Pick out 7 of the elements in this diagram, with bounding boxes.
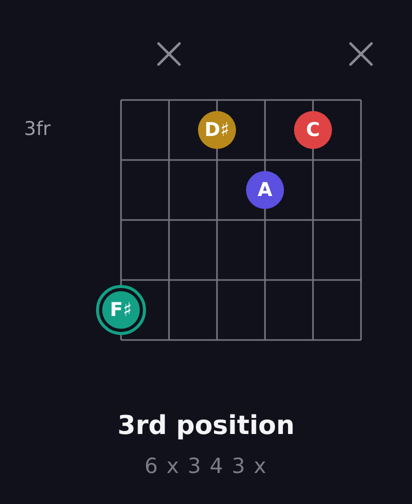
root-note-dot: F♯ xyxy=(96,285,146,335)
chord-title: 3rd position xyxy=(118,411,295,442)
note-dot: C xyxy=(294,111,332,149)
fret-number: 3fr xyxy=(24,118,51,141)
note-dot: D♯ xyxy=(198,111,236,149)
note-dot: A xyxy=(246,171,284,209)
fret-pattern: 6 x 3 4 3 x xyxy=(144,454,268,480)
